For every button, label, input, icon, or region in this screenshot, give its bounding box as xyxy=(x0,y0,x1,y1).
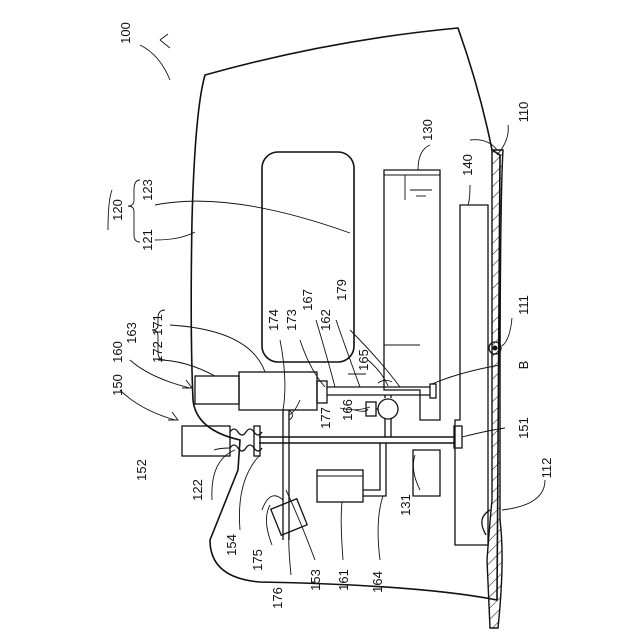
label-176: 176 xyxy=(270,587,285,609)
base-plate xyxy=(487,150,503,628)
label-130: 130 xyxy=(420,119,435,141)
label-163: 163 xyxy=(124,322,139,344)
label-162: 162 xyxy=(318,309,333,331)
valve-165 xyxy=(378,399,398,419)
label-164: 164 xyxy=(370,571,385,593)
label-160: 160 xyxy=(110,341,125,363)
label-151: 151 xyxy=(516,417,531,439)
magnet-111-center xyxy=(493,346,498,351)
label-174: 174 xyxy=(266,309,281,331)
label-165: 165 xyxy=(356,349,371,371)
label-152: 152 xyxy=(134,459,149,481)
pump-161 xyxy=(317,470,363,502)
label-173: 173 xyxy=(284,309,299,331)
outer-housing xyxy=(191,28,500,600)
plate-140 xyxy=(455,205,488,545)
label-172: 172 xyxy=(150,341,165,363)
label-110: 110 xyxy=(516,102,531,123)
label-131: 131 xyxy=(398,494,413,516)
label-167: 167 xyxy=(300,289,315,311)
label-154: 154 xyxy=(224,534,239,556)
label-121: 121 xyxy=(140,229,155,251)
label-112: 112 xyxy=(539,458,554,479)
label-123: 123 xyxy=(140,179,155,201)
label-150: 150 xyxy=(110,374,125,396)
label-100: 100 xyxy=(118,22,133,44)
brace-120 xyxy=(128,180,140,242)
tube-164 xyxy=(363,443,380,490)
block-171 xyxy=(239,372,317,410)
label-b: B xyxy=(516,361,531,370)
label-161: 161 xyxy=(336,569,351,591)
spring-154 xyxy=(230,429,262,451)
label-120: 120 xyxy=(110,199,125,221)
label-166: 166 xyxy=(340,399,355,421)
knob-152 xyxy=(182,426,230,456)
label-179: 179 xyxy=(334,279,349,301)
label-122: 122 xyxy=(190,479,205,501)
label-140: 140 xyxy=(460,154,475,176)
label-175: 175 xyxy=(250,549,265,571)
post-131 xyxy=(413,450,440,496)
label-153: 153 xyxy=(308,569,323,591)
label-111: 111 xyxy=(516,295,531,315)
node-175 xyxy=(262,496,283,510)
tank-130 xyxy=(384,170,440,420)
label-177: 177 xyxy=(318,407,333,429)
label-171: 171 xyxy=(150,314,165,336)
block-172 xyxy=(195,376,239,404)
